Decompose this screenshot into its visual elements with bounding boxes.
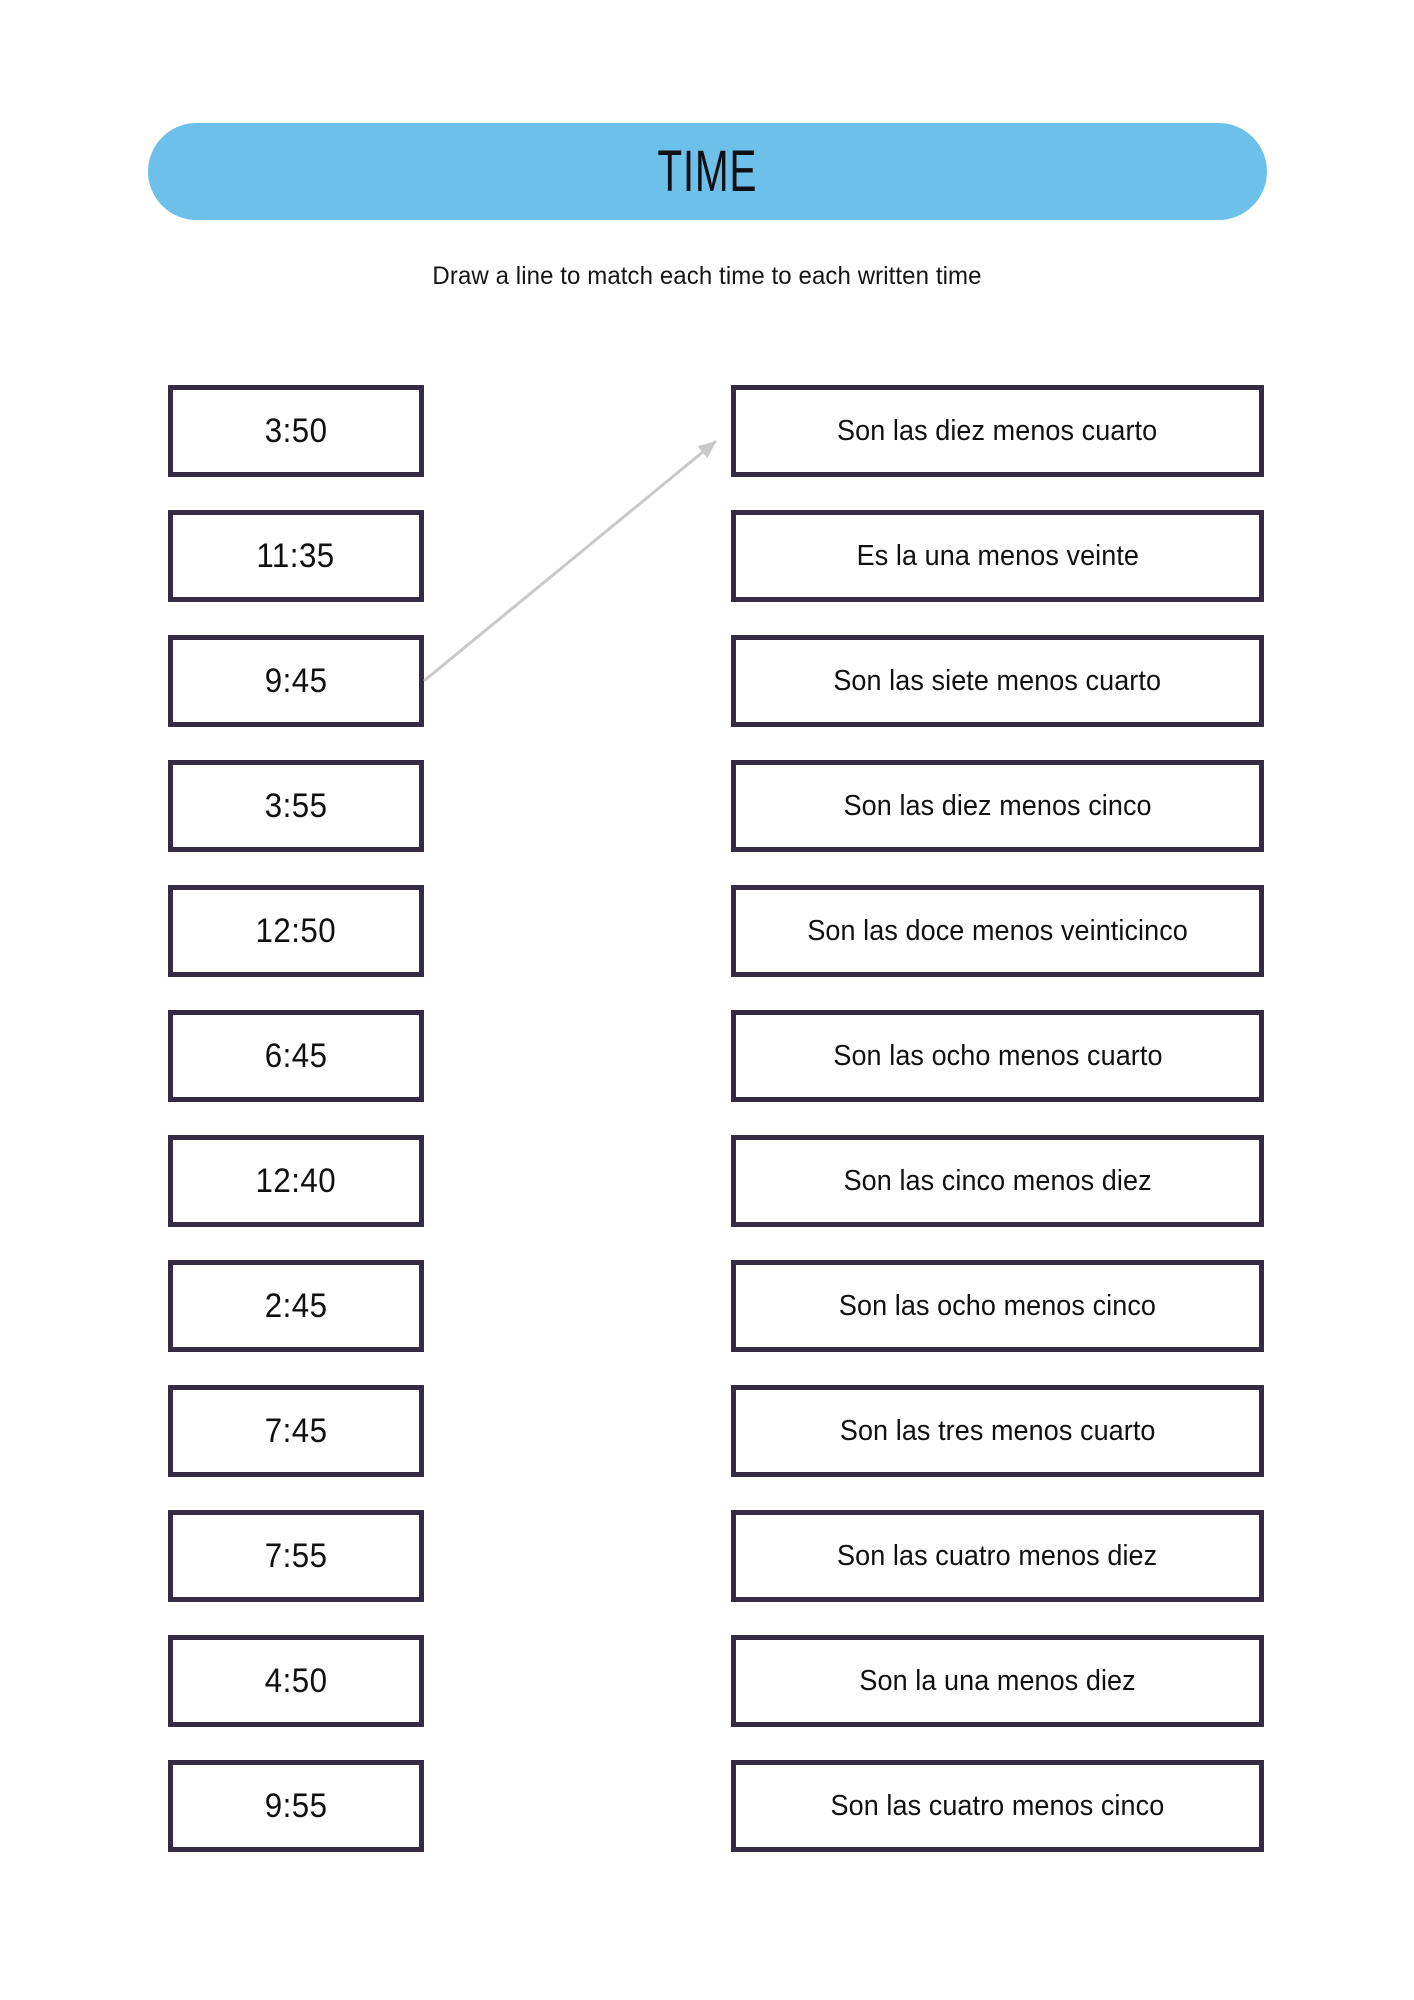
written-time-label: Son las siete menos cuarto: [833, 664, 1162, 697]
instructions-text: Draw a line to match each time to each w…: [432, 262, 982, 290]
digital-time-box[interactable]: 6:45: [168, 1010, 424, 1102]
written-time-box[interactable]: Son las diez menos cinco: [731, 760, 1264, 852]
written-time-box[interactable]: Son las siete menos cuarto: [731, 635, 1264, 727]
written-time-label: Son las ocho menos cuarto: [832, 1039, 1163, 1072]
written-times-column: Son las diez menos cuarto Es la una meno…: [731, 385, 1264, 1852]
match-arrow: [423, 440, 717, 682]
written-time-box[interactable]: Son las tres menos cuarto: [731, 1385, 1264, 1477]
written-time-label: Es la una menos veinte: [856, 539, 1139, 572]
digital-time-label: 9:55: [264, 1786, 328, 1825]
digital-time-box[interactable]: 11:35: [168, 510, 424, 602]
digital-time-box[interactable]: 7:45: [168, 1385, 424, 1477]
digital-time-box[interactable]: 12:50: [168, 885, 424, 977]
written-time-box[interactable]: Son la una menos diez: [731, 1635, 1264, 1727]
written-time-box[interactable]: Son las ocho menos cuarto: [731, 1010, 1264, 1102]
digital-time-label: 6:45: [264, 1036, 328, 1075]
page-title: TIME: [657, 138, 758, 204]
digital-time-label: 2:45: [264, 1286, 328, 1325]
digital-time-label: 4:50: [264, 1661, 328, 1700]
written-time-label: Son las ocho menos cinco: [838, 1289, 1157, 1322]
digital-time-box[interactable]: 3:50: [168, 385, 424, 477]
written-time-label: Son las tres menos cuarto: [839, 1414, 1156, 1447]
match-arrow-line: [423, 440, 717, 682]
digital-time-box[interactable]: 12:40: [168, 1135, 424, 1227]
written-time-label: Son las cinco menos diez: [843, 1164, 1152, 1197]
written-time-box[interactable]: Es la una menos veinte: [731, 510, 1264, 602]
written-time-label: Son las cuatro menos cinco: [830, 1789, 1165, 1822]
digital-time-label: 7:45: [264, 1411, 328, 1450]
written-time-box[interactable]: Son las cuatro menos diez: [731, 1510, 1264, 1602]
written-time-box[interactable]: Son las diez menos cuarto: [731, 385, 1264, 477]
written-time-box[interactable]: Son las cuatro menos cinco: [731, 1760, 1264, 1852]
digital-time-box[interactable]: 7:55: [168, 1510, 424, 1602]
written-time-box[interactable]: Son las cinco menos diez: [731, 1135, 1264, 1227]
digital-time-box[interactable]: 9:55: [168, 1760, 424, 1852]
digital-time-label: 12:50: [255, 911, 337, 950]
written-time-label: Son las doce menos veinticinco: [807, 914, 1188, 947]
written-time-box[interactable]: Son las ocho menos cinco: [731, 1260, 1264, 1352]
written-time-label: Son las diez menos cuarto: [837, 414, 1158, 447]
digital-time-box[interactable]: 2:45: [168, 1260, 424, 1352]
digital-time-label: 3:50: [264, 411, 328, 450]
written-time-box[interactable]: Son las doce menos veinticinco: [731, 885, 1264, 977]
digital-time-box[interactable]: 4:50: [168, 1635, 424, 1727]
title-banner: TIME: [148, 123, 1267, 220]
written-time-label: Son la una menos diez: [859, 1664, 1136, 1697]
digital-time-label: 12:40: [255, 1161, 337, 1200]
digital-time-label: 3:55: [264, 786, 328, 825]
digital-time-box[interactable]: 9:45: [168, 635, 424, 727]
digital-times-column: 3:50 11:35 9:45 3:55 12:50 6:45 12:40 2:…: [168, 385, 424, 1852]
digital-time-label: 9:45: [264, 661, 328, 700]
digital-time-label: 11:35: [256, 536, 336, 575]
written-time-label: Son las diez menos cinco: [843, 789, 1152, 822]
digital-time-box[interactable]: 3:55: [168, 760, 424, 852]
digital-time-label: 7:55: [264, 1536, 328, 1575]
written-time-label: Son las cuatro menos diez: [837, 1539, 1158, 1572]
